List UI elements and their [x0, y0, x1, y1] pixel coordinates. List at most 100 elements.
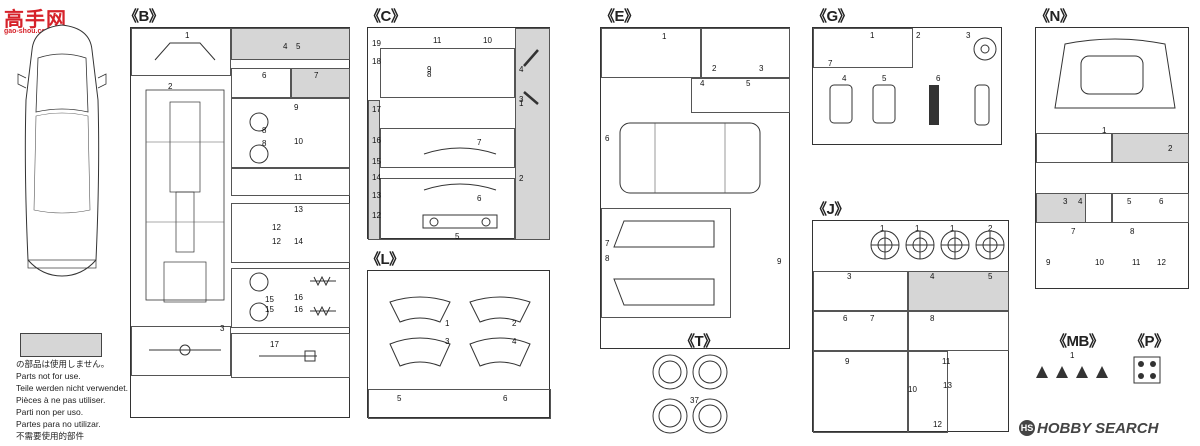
part-number-c: 11 [433, 36, 442, 45]
part-number-e: 2 [712, 64, 717, 73]
t-tires [652, 354, 728, 434]
e-part-8-door-panel [613, 278, 715, 306]
b-cell-8-10 [231, 98, 350, 168]
b-part-1-bracket [154, 42, 216, 61]
part-number-c: 16 [372, 136, 381, 145]
part-number-b: 1 [185, 31, 190, 40]
part-number-mb: 1 [1070, 351, 1075, 360]
legend-line: Partes para no utilizar. [16, 419, 101, 429]
n-cell-gray-3 [1036, 193, 1086, 223]
part-number-b: 8 [262, 126, 267, 135]
b-part-16-spring [310, 275, 336, 317]
b-part-3-axle [149, 344, 221, 356]
c-cell-5-6 [380, 178, 515, 240]
part-number-e: 9 [777, 257, 782, 266]
section-g-label: 《G》 [812, 8, 853, 25]
part-number-c: 3 [519, 95, 524, 104]
b-cell-7 [291, 68, 350, 98]
part-number-c: 19 [372, 39, 381, 48]
part-number-n: 12 [1157, 258, 1166, 267]
part-number-b: 14 [294, 237, 303, 246]
b-cell-3 [131, 326, 231, 376]
legend-gray-swatch [20, 333, 102, 357]
hobby-search-logo-icon: HS [1019, 420, 1035, 436]
b-cell-12-14 [231, 203, 350, 263]
c-side-gray [515, 28, 550, 240]
g-seats-and-parts [829, 84, 990, 126]
part-number-c: 9 [427, 65, 432, 74]
legend-line: 不需要使用的部件 [16, 431, 85, 441]
n-cell-2 [1112, 133, 1189, 163]
part-number-b: 3 [220, 324, 225, 333]
part-number-c: 15 [372, 157, 381, 166]
part-number-c: 18 [372, 57, 381, 66]
part-number-c: 10 [483, 36, 492, 45]
part-number-g: 4 [842, 74, 847, 83]
part-number-c: 6 [477, 194, 482, 203]
j-cell-3 [813, 271, 908, 311]
part-number-b: 15 [265, 295, 274, 304]
part-number-j: 9 [845, 357, 850, 366]
part-number-n: 10 [1095, 258, 1104, 267]
b-cell-4-5 [231, 28, 350, 60]
n-cell-left-1 [1036, 133, 1112, 163]
part-number-g: 1 [870, 31, 875, 40]
part-number-b: 4 [283, 42, 288, 51]
part-number-l: 6 [503, 394, 508, 403]
runner-g [812, 27, 1002, 145]
part-number-n: 11 [1132, 258, 1141, 267]
e-cell-3 [701, 28, 790, 78]
b-cell-6 [231, 68, 291, 98]
part-number-b: 6 [262, 71, 267, 80]
part-number-n: 3 [1063, 197, 1068, 206]
part-number-e: 6 [605, 134, 610, 143]
c-part-5-grille [422, 214, 498, 229]
part-number-c: 17 [372, 105, 381, 114]
part-number-b: 5 [296, 42, 301, 51]
part-number-b: 17 [270, 340, 279, 349]
section-n-label: 《N》 [1035, 8, 1075, 25]
part-number-e: 7 [605, 239, 610, 248]
part-number-t: 37 [690, 396, 699, 405]
part-number-n: 2 [1168, 144, 1173, 153]
part-number-j: 1 [915, 224, 920, 233]
section-l-label: 《L》 [366, 251, 404, 268]
l-cell-5-6 [368, 389, 551, 419]
g-cell-1 [813, 28, 913, 68]
section-c-label: 《C》 [366, 8, 406, 25]
part-number-j: 4 [930, 272, 935, 281]
part-number-j: 1 [950, 224, 955, 233]
g-part-3-steering-wheel [973, 37, 997, 61]
runner-c [367, 27, 550, 240]
part-number-b: 8 [262, 139, 267, 148]
j-wheels [870, 230, 1005, 260]
e-cell-7-8 [601, 208, 731, 318]
b-cell-1 [131, 28, 231, 76]
c-part-6-bumper [423, 183, 497, 191]
e-part-7-door-panel [613, 220, 715, 248]
part-number-n: 6 [1159, 197, 1164, 206]
part-number-n: 4 [1078, 197, 1083, 206]
part-number-g: 6 [936, 74, 941, 83]
j-cell-10-13 [908, 351, 948, 433]
runner-b [130, 27, 350, 418]
part-number-g: 7 [828, 59, 833, 68]
hobby-search-watermark: HOBBY SEARCH [1037, 420, 1159, 437]
part-number-c: 5 [455, 232, 460, 241]
legend-line: Teile werden nicht verwendet. [16, 383, 128, 393]
part-number-e: 3 [759, 64, 764, 73]
part-number-j: 6 [843, 314, 848, 323]
part-number-j: 1 [880, 224, 885, 233]
part-number-j: 8 [930, 314, 935, 323]
part-number-c: 8 [427, 70, 432, 79]
part-number-b: 10 [294, 137, 303, 146]
c-cell-7 [380, 128, 515, 168]
part-number-j: 10 [908, 385, 917, 394]
part-number-j: 3 [847, 272, 852, 281]
b-part-17-rod [259, 350, 317, 362]
runner-j [812, 220, 1009, 433]
b-cell-17 [231, 333, 350, 378]
n-cell-5-6 [1112, 193, 1189, 223]
part-number-c: 13 [372, 191, 381, 200]
e-part-6-interior [619, 122, 761, 194]
